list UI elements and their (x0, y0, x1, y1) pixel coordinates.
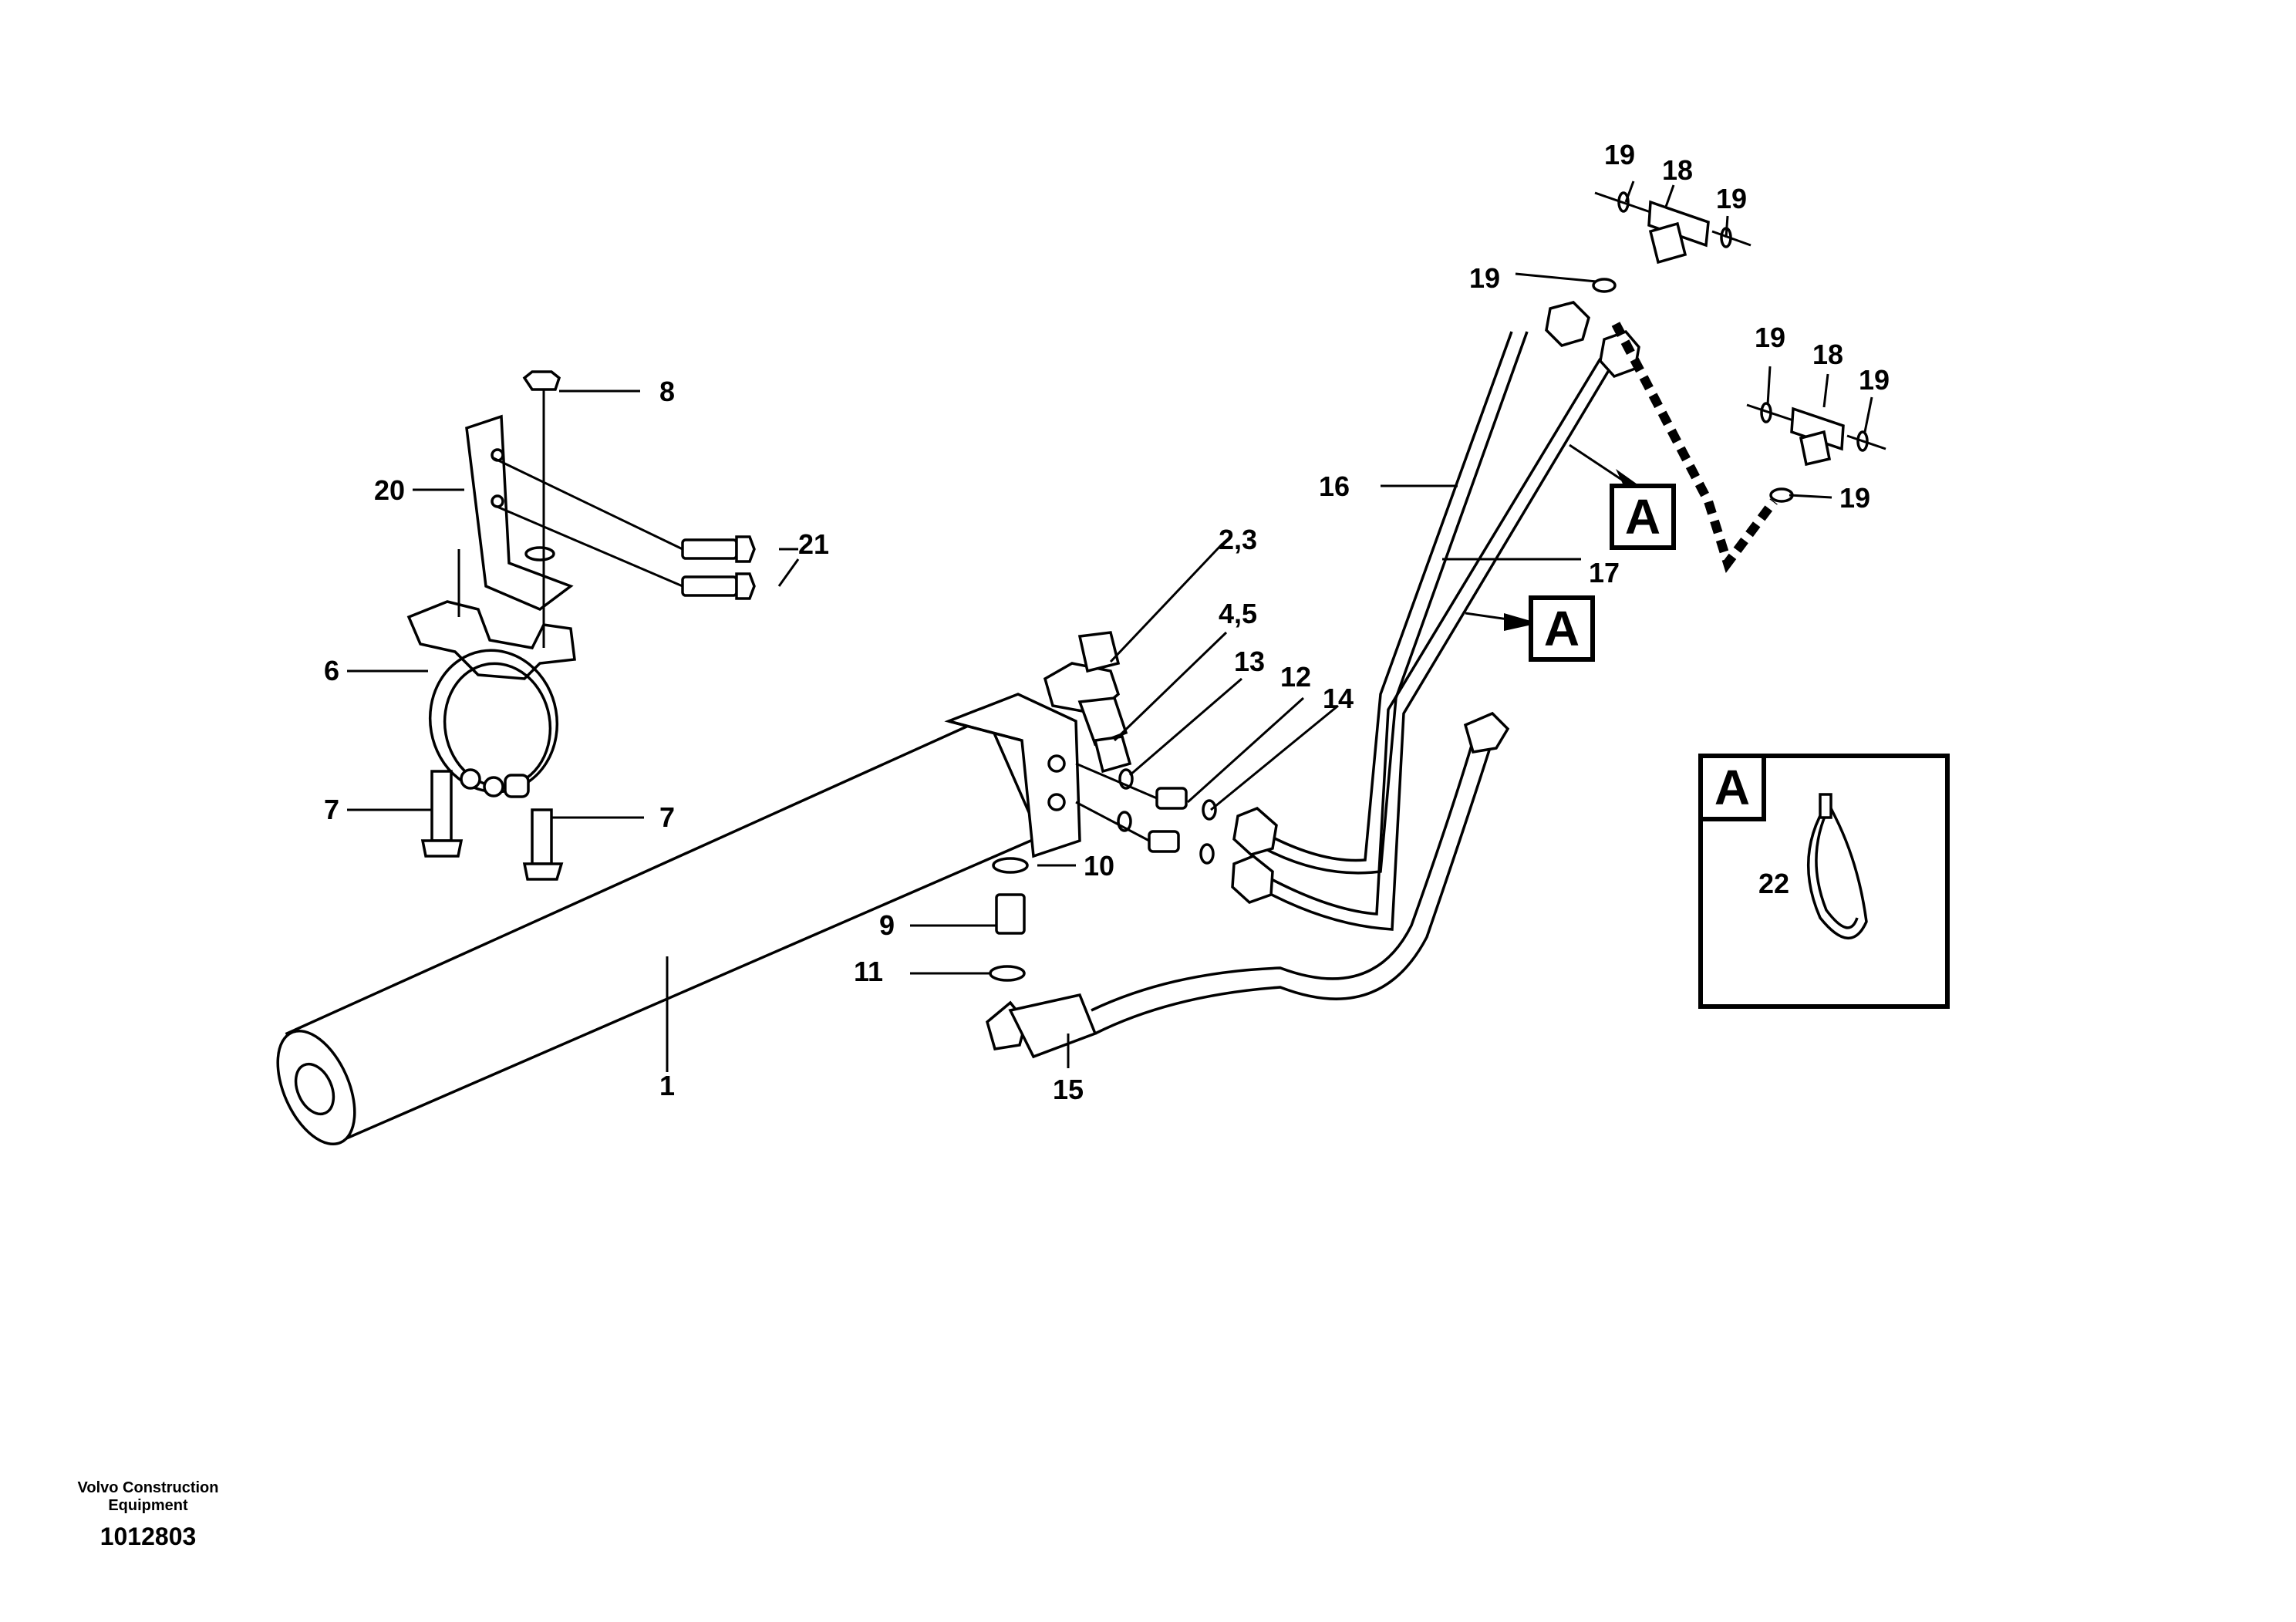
drawing-number: 1012803 (100, 1523, 197, 1550)
tie-strap-part (1806, 799, 1868, 939)
rigid-pipes (1231, 301, 1640, 931)
callout-14: 14 (1323, 683, 1354, 714)
callout-1: 1 (659, 1070, 675, 1101)
callout-12: 12 (1280, 661, 1311, 693)
callout-13: 13 (1234, 646, 1265, 677)
callout-15: 15 (1053, 1074, 1084, 1105)
detail-marker-a-1: A (1610, 484, 1676, 550)
callout-9: 9 (879, 909, 895, 941)
callout-19-c: 19 (1469, 262, 1500, 294)
tie-strap-route (1611, 322, 1778, 573)
callout-18-b: 18 (1812, 339, 1843, 370)
hose (986, 711, 1510, 1059)
cylinder-tube (276, 693, 1081, 1146)
callout-4-5: 4,5 (1219, 598, 1257, 629)
lower-nipple (989, 857, 1029, 982)
adapters-orings (1075, 762, 1217, 865)
callout-2-3: 2,3 (1219, 524, 1257, 555)
callout-20: 20 (374, 474, 405, 506)
callout-19-d: 19 (1755, 322, 1785, 353)
head-fittings (1043, 631, 1132, 774)
company-name-line1: Volvo Construction (78, 1479, 219, 1496)
callout-19-e: 19 (1859, 364, 1890, 396)
callout-19-f: 19 (1839, 482, 1870, 514)
callout-19-a: 19 (1604, 139, 1635, 170)
callout-19-b: 19 (1716, 183, 1747, 214)
marker-a-label: A (1625, 489, 1660, 545)
callout-7-left: 7 (324, 794, 339, 825)
footer: Volvo Construction Equipment 1012803 (78, 1479, 219, 1550)
marker-a-label: A (1544, 601, 1580, 656)
leader-lines (347, 180, 1873, 1072)
detail-box-a: A (1698, 754, 1950, 1009)
callout-16: 16 (1319, 470, 1350, 502)
callouts: 1 2,3 4,5 13 12 14 16 17 10 9 11 15 6 7 … (324, 139, 1890, 1105)
detail-marker-a-2: A (1529, 595, 1595, 662)
upper-tee-fitting (1592, 191, 1752, 293)
callout-11: 11 (854, 956, 883, 987)
callout-7-right: 7 (659, 801, 675, 833)
right-tee-fitting (1746, 402, 1886, 503)
callout-22: 22 (1758, 868, 1789, 899)
callout-17: 17 (1589, 557, 1620, 588)
callout-6: 6 (324, 655, 339, 686)
callout-10: 10 (1084, 850, 1114, 882)
detail-box-a-label: A (1714, 760, 1750, 815)
callout-21: 21 (798, 528, 829, 560)
clamp-bracket (406, 370, 756, 881)
callout-8: 8 (659, 376, 675, 407)
company-name-line2: Equipment (108, 1497, 188, 1514)
callout-18-a: 18 (1662, 154, 1693, 186)
